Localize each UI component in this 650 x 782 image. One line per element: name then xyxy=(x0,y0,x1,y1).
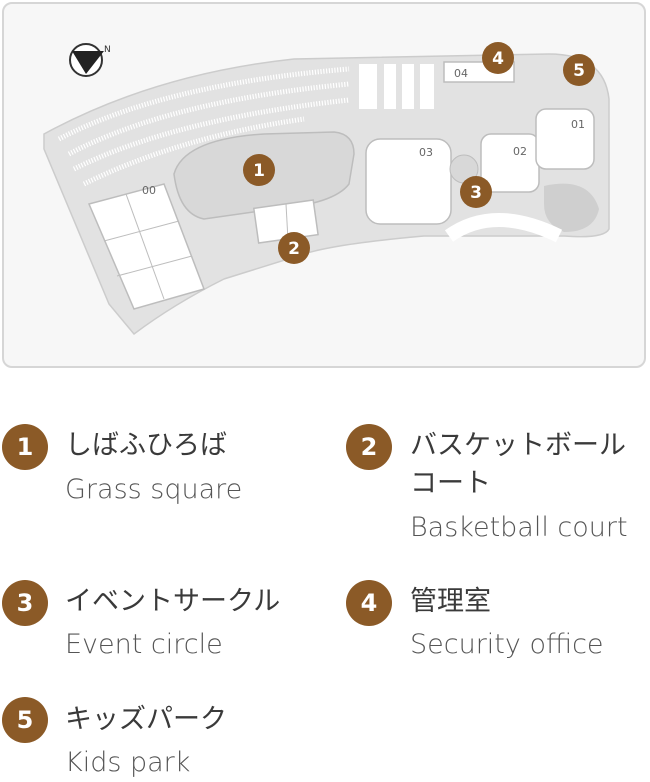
marker-label-1: 1 xyxy=(253,161,265,181)
park-map: 00 03 02 01 04 xyxy=(2,2,646,368)
legend-name-jp-4: 管理室 xyxy=(410,586,491,617)
legend-badge-4: 4 xyxy=(346,580,392,626)
legend-name-en-1: Grass square xyxy=(65,474,243,505)
legend-badge-5: 5 xyxy=(2,697,48,743)
legend-name-jp-5: キッズパーク xyxy=(65,704,227,735)
map-marker-2[interactable]: 2 xyxy=(278,232,310,264)
legend-name-jp-3: イベントサークル xyxy=(65,586,281,617)
marker-label-2: 2 xyxy=(288,239,300,259)
map-marker-1[interactable]: 1 xyxy=(243,154,275,186)
pond-area xyxy=(544,183,599,232)
seating-rows xyxy=(57,66,350,187)
facility-label-03: 03 xyxy=(419,146,433,159)
marker-label-4: 4 xyxy=(492,49,504,69)
north-arrow-icon: N xyxy=(69,43,111,77)
map-marker-3[interactable]: 3 xyxy=(460,176,492,208)
legend-badge-2: 2 xyxy=(346,424,392,470)
marker-label-5: 5 xyxy=(573,61,585,81)
facility-label-00: 00 xyxy=(142,184,156,197)
legend-name-en-2: Basketball court xyxy=(410,512,628,543)
map-marker-5[interactable]: 5 xyxy=(563,54,595,86)
legend-badge-3: 3 xyxy=(2,580,48,626)
facility-label-01: 01 xyxy=(571,118,585,131)
parking-area xyxy=(359,64,434,109)
legend-name-en-3: Event circle xyxy=(65,629,223,660)
legend-name-jp-2-line2: コート xyxy=(410,468,491,499)
facility-01: 01 xyxy=(535,108,595,170)
compass-label: N xyxy=(104,45,111,55)
facility-label-02: 02 xyxy=(513,145,527,158)
legend-name-en-5: Kids park xyxy=(65,747,191,778)
marker-label-3: 3 xyxy=(470,183,482,203)
legend-name-jp-1: しばふひろば xyxy=(65,430,227,461)
legend-name-en-4: Security office xyxy=(410,629,604,660)
facility-03: 03 xyxy=(365,138,452,225)
map-canvas: 00 03 02 01 04 xyxy=(43,42,610,336)
facility-label-04: 04 xyxy=(454,67,468,80)
amphitheater-arc xyxy=(444,213,563,243)
facility-00: 00 xyxy=(87,183,205,310)
legend-name-jp-2: バスケットボール xyxy=(410,430,626,461)
legend-badge-1: 1 xyxy=(2,424,48,470)
map-marker-4[interactable]: 4 xyxy=(482,42,514,74)
facility-02: 02 xyxy=(480,133,540,193)
